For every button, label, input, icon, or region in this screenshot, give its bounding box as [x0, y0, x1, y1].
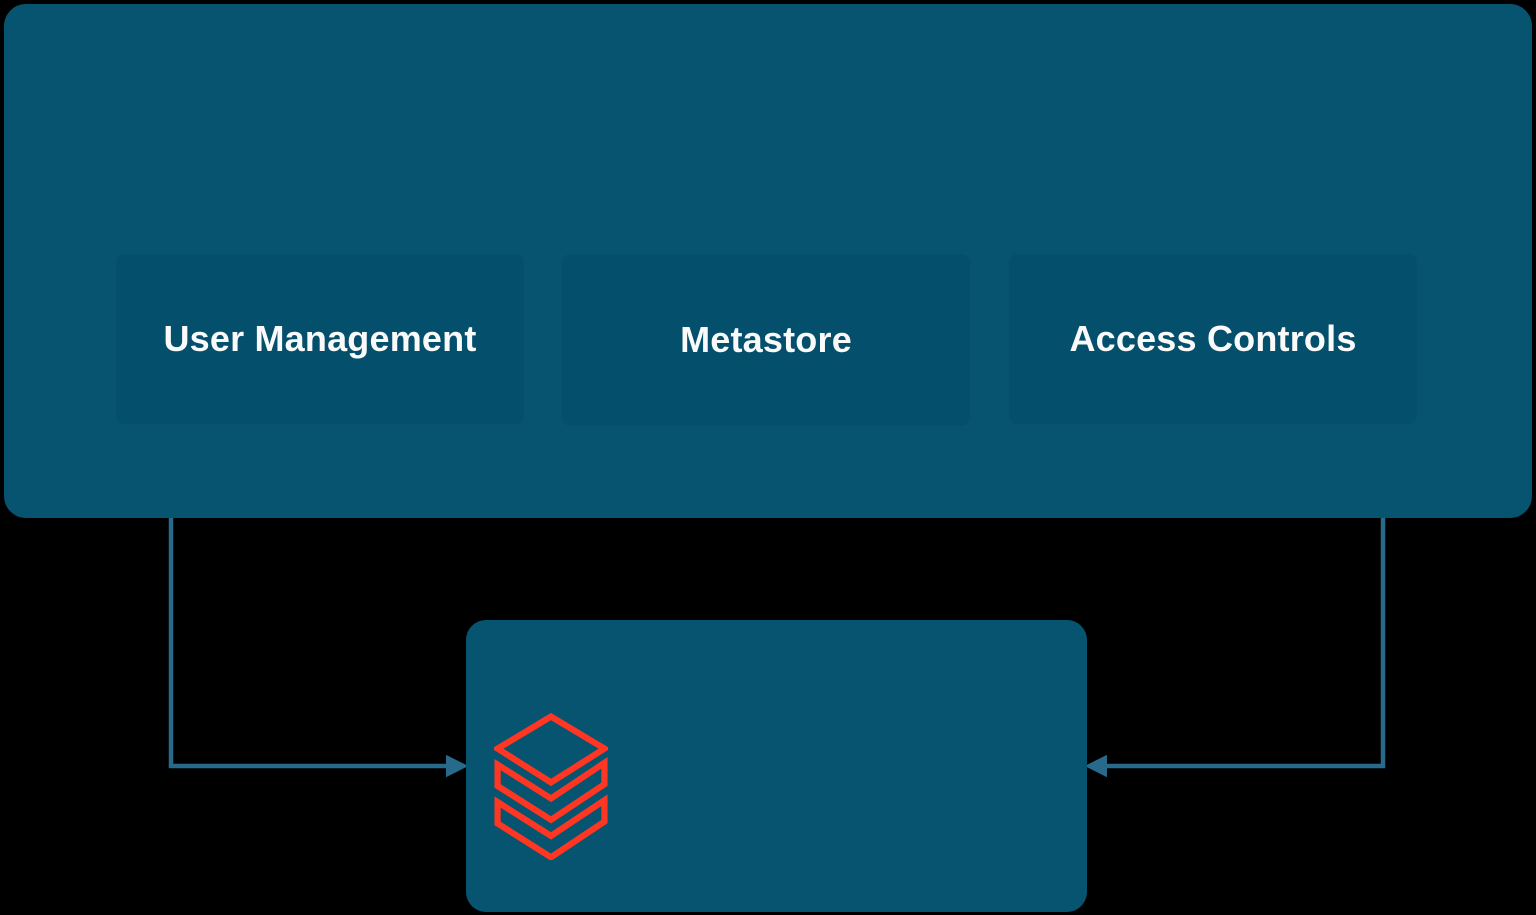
component-user-management: User Management	[116, 254, 524, 424]
unity-catalog-panel: User Management Metastore Access Control…	[4, 4, 1532, 518]
arrow-left-icon	[168, 518, 469, 778]
arrow-right-icon	[1084, 518, 1386, 778]
component-access-controls: Access Controls	[1009, 254, 1417, 424]
component-label: Metastore	[680, 319, 852, 360]
component-label: Access Controls	[1069, 318, 1357, 359]
component-metastore: Metastore	[562, 254, 970, 426]
workspace-panel	[466, 620, 1087, 912]
component-label: User Management	[163, 318, 477, 359]
databricks-logo-icon	[494, 712, 608, 860]
